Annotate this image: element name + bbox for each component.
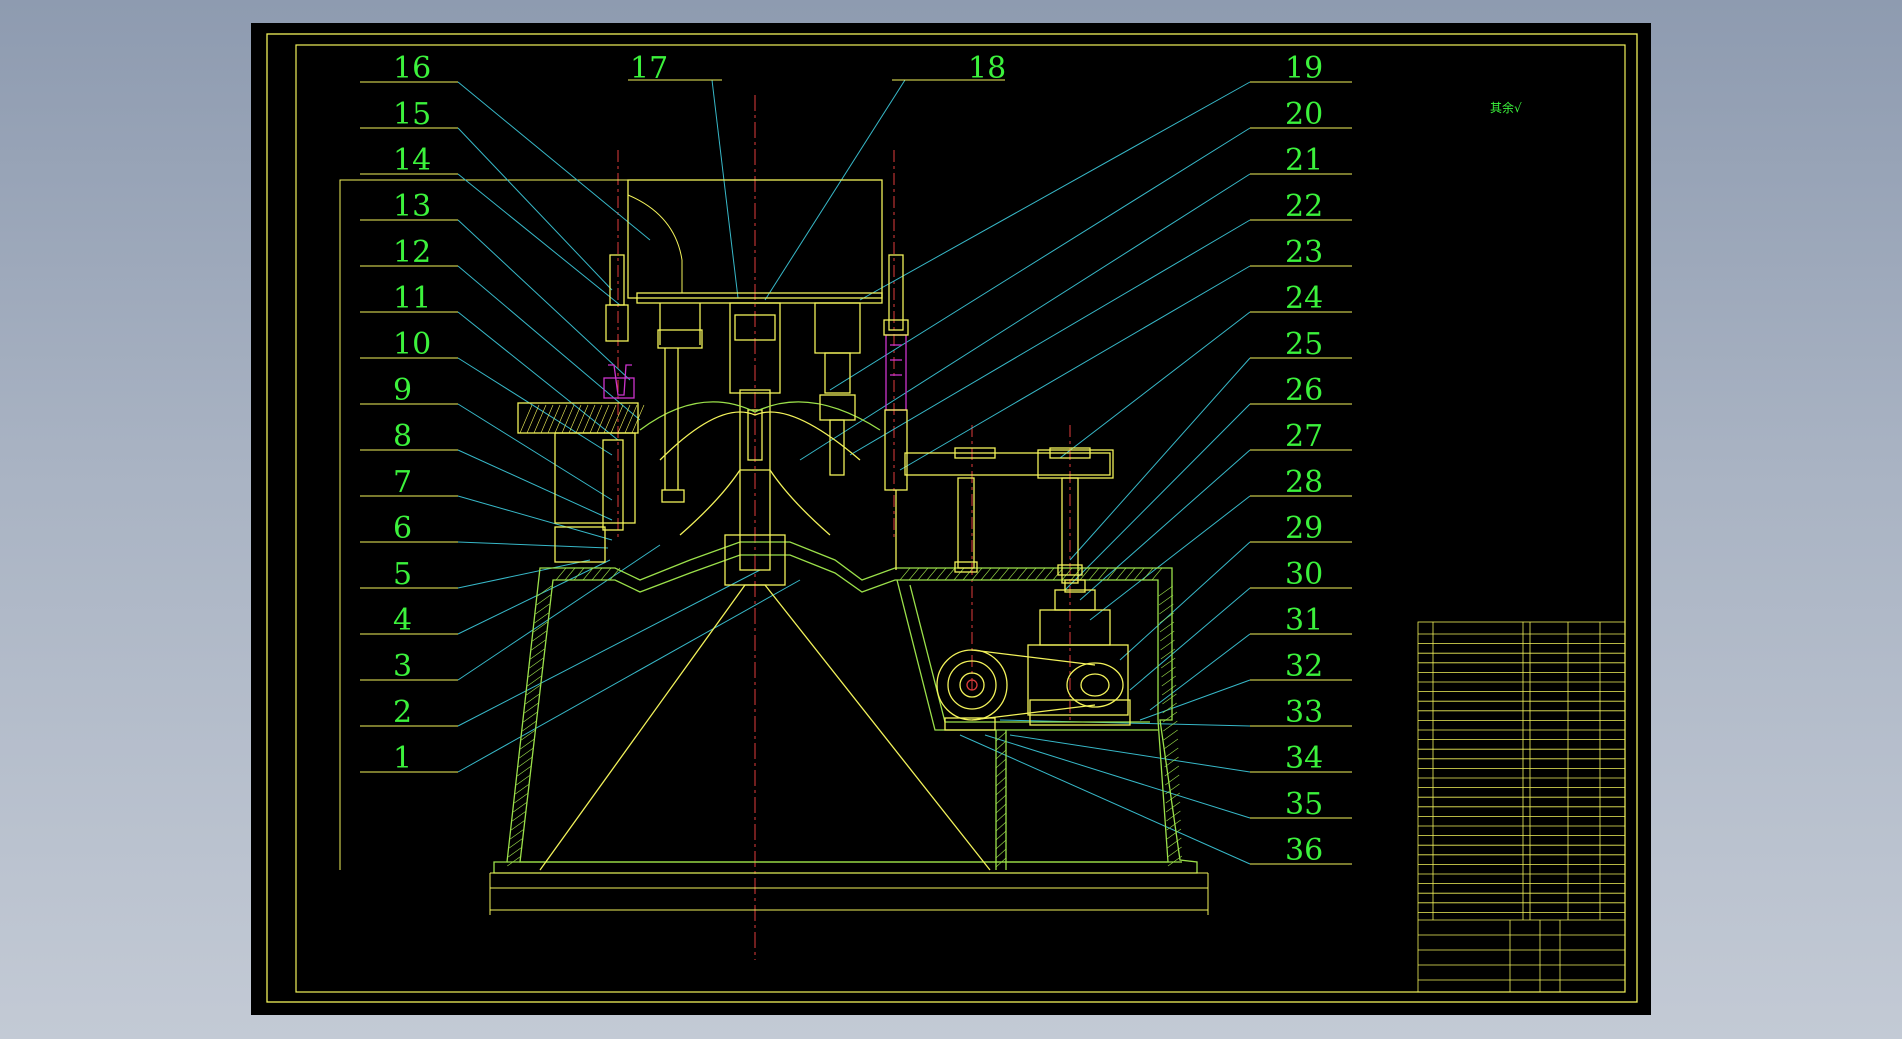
- part-label-29: 29: [1285, 511, 1323, 546]
- part-label-15: 15: [393, 97, 431, 132]
- motor-belt-drive: [936, 579, 1131, 731]
- part-label-11: 11: [393, 281, 431, 316]
- part-label-9: 9: [393, 373, 412, 408]
- part-label-32: 32: [1285, 649, 1323, 684]
- part-label-17: 17: [630, 51, 668, 86]
- part-label-10: 10: [393, 327, 431, 362]
- part-label-16: 16: [393, 51, 431, 86]
- part-label-13: 13: [393, 189, 431, 224]
- part-label-2: 2: [393, 695, 412, 730]
- leader-lines: [457, 79, 1251, 865]
- part-label-31: 31: [1285, 603, 1323, 638]
- part-label-14: 14: [393, 143, 431, 178]
- part-label-24: 24: [1285, 281, 1323, 316]
- part-label-21: 21: [1285, 143, 1323, 178]
- part-label-28: 28: [1285, 465, 1323, 500]
- part-label-35: 35: [1285, 787, 1323, 822]
- part-label-18: 18: [968, 51, 1006, 86]
- sheet-background: [251, 23, 1651, 1015]
- outer-frame: [266, 33, 1638, 1003]
- part-label-8: 8: [393, 419, 412, 454]
- part-label-25: 25: [1285, 327, 1323, 362]
- table-hatch: [519, 404, 645, 434]
- left-work-table: [517, 254, 639, 563]
- drive-arm: [904, 447, 1114, 584]
- floor-dimension: [489, 872, 1209, 915]
- part-label-36: 36: [1285, 833, 1323, 868]
- part-label-20: 20: [1285, 97, 1323, 132]
- part-label-23: 23: [1285, 235, 1323, 270]
- part-label-27: 27: [1285, 419, 1323, 454]
- part-label-30: 30: [1285, 557, 1323, 592]
- part-label-4: 4: [393, 603, 412, 638]
- inner-frame: [295, 44, 1626, 993]
- roughness-note: 其余√: [1490, 100, 1522, 115]
- part-label-22: 22: [1285, 189, 1323, 224]
- part-label-6: 6: [393, 511, 412, 546]
- part-label-5: 5: [393, 557, 412, 592]
- part-label-12: 12: [393, 235, 431, 270]
- part-label-3: 3: [393, 649, 412, 684]
- part-label-1: 1: [393, 741, 412, 776]
- right-tool-holder: [883, 254, 909, 570]
- part-label-19: 19: [1285, 51, 1323, 86]
- part-label-33: 33: [1285, 695, 1323, 730]
- hopper-outline: [627, 194, 683, 293]
- title-block: [1417, 621, 1626, 993]
- central-column: [627, 179, 883, 586]
- dimension-line-height: [339, 179, 628, 870]
- part-label-26: 26: [1285, 373, 1323, 408]
- part-label-7: 7: [393, 465, 412, 500]
- part-label-34: 34: [1285, 741, 1323, 776]
- tool-left: [603, 364, 635, 399]
